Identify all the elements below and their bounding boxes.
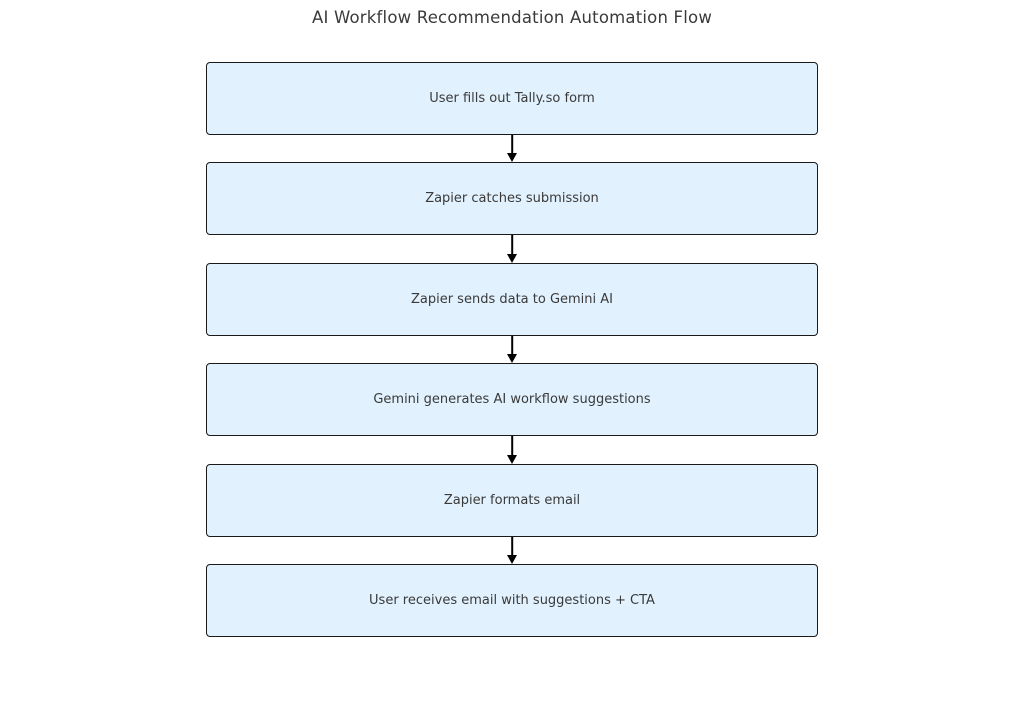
flow-step-label: User fills out Tally.so form [429,91,595,106]
flow-step-zapier-formats-email: Zapier formats email [206,464,818,537]
flow-step-gemini-generates: Gemini generates AI workflow suggestions [206,363,818,436]
arrow-line [511,537,513,557]
flow-step-label: Zapier sends data to Gemini AI [410,292,614,307]
flow-step-zapier-catches: Zapier catches submission [206,162,818,235]
flow-step-label: Zapier formats email [443,493,581,508]
flow-step-label: Gemini generates AI workflow suggestions [373,392,651,407]
arrow-down-icon [506,336,518,363]
flow-step-zapier-sends-gemini: Zapier sends data to Gemini AI [206,263,818,336]
flow-step-user-receives-email: User receives email with suggestions + C… [206,564,818,637]
arrow-head [507,555,517,564]
arrow-line [511,135,513,155]
arrow-line [511,436,513,457]
arrow-down-icon [506,537,518,564]
arrow-down-icon [506,235,518,263]
arrow-head [507,254,517,263]
arrow-line [511,336,513,356]
arrow-line [511,235,513,256]
diagram-title: AI Workflow Recommendation Automation Fl… [311,8,713,27]
arrow-head [507,153,517,162]
flow-step-user-fills-form: User fills out Tally.so form [206,62,818,135]
flow-step-label: Zapier catches submission [425,191,599,206]
arrow-down-icon [506,135,518,162]
arrow-head [507,455,517,464]
flow-step-label: User receives email with suggestions + C… [369,593,655,608]
arrow-head [507,354,517,363]
arrow-down-icon [506,436,518,464]
